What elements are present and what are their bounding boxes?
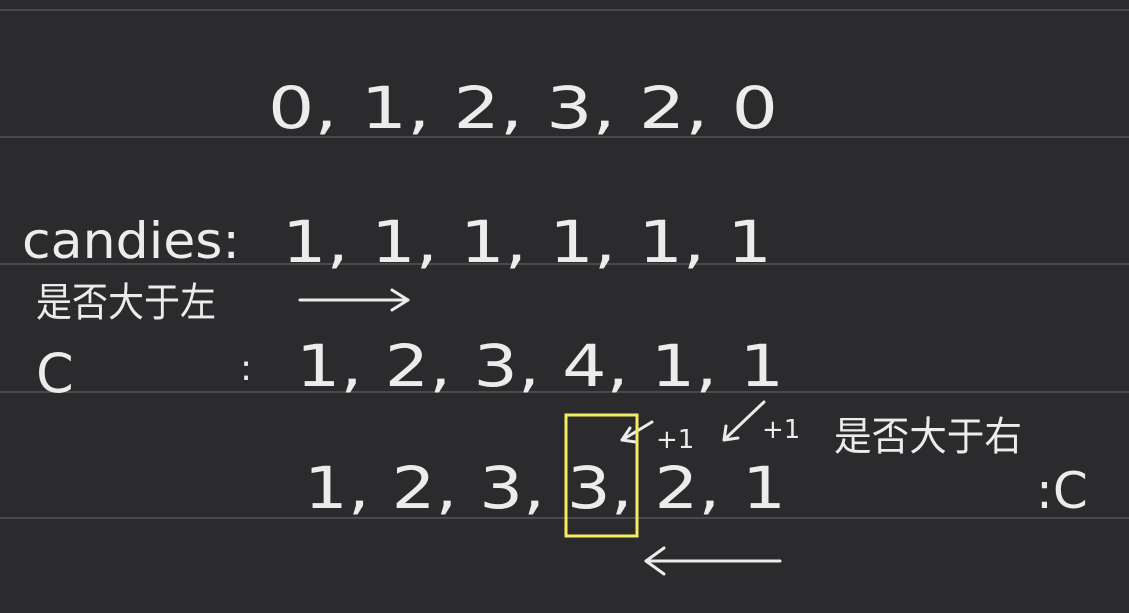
highlight-box xyxy=(564,413,639,538)
c-label: C xyxy=(36,342,74,405)
right-arrow-icon xyxy=(298,288,410,312)
right-pass-note: 是否大于右 xyxy=(834,414,1022,460)
increment-arrow-icon xyxy=(722,400,766,442)
c-separator: : xyxy=(240,348,252,389)
left-arrow-icon xyxy=(644,546,782,576)
candies-initial-row: 1, 1, 1, 1, 1, 1 xyxy=(282,208,772,276)
result-c-label: :C xyxy=(1036,462,1088,520)
increment-label-1: +1 xyxy=(656,425,694,455)
right-pass-row: 1, 2, 3, 3, 2, 1 xyxy=(304,454,786,522)
candies-label: candies: xyxy=(22,212,240,270)
increment-label-2: +1 xyxy=(762,415,800,445)
left-pass-row: 1, 2, 3, 4, 1, 1 xyxy=(296,332,784,400)
ratings-row: 0, 1, 2, 3, 2, 0 xyxy=(268,74,778,142)
left-pass-note: 是否大于左 xyxy=(36,280,216,326)
